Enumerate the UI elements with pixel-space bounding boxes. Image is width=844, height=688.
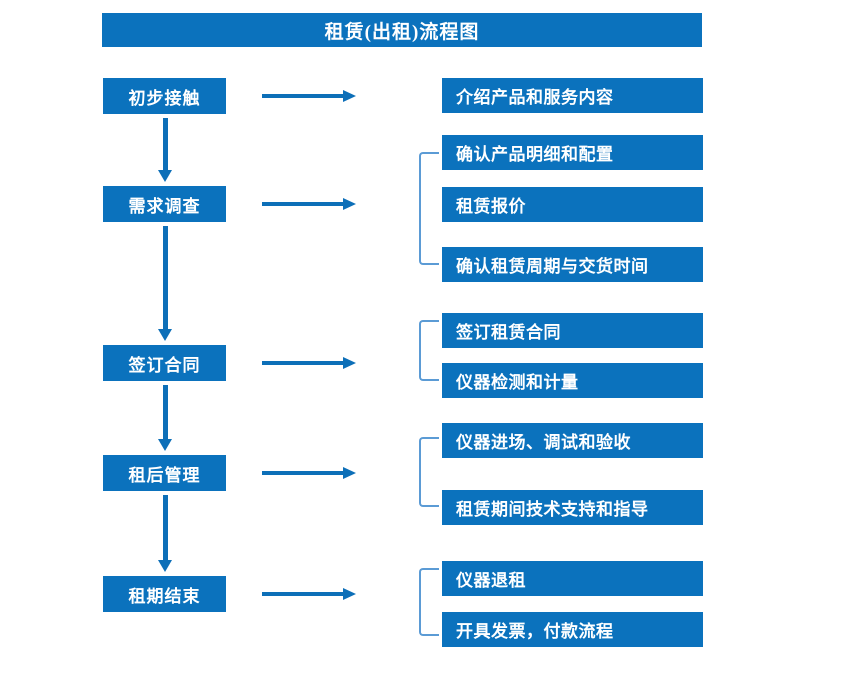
detail-box-invoice-payment[interactable]: 开具发票，付款流程 bbox=[442, 612, 703, 647]
group-bracket-lease-end bbox=[419, 568, 439, 636]
group-bracket-post-rental-management bbox=[419, 437, 439, 507]
down-arrow-management-to-lease-end bbox=[158, 495, 172, 572]
detail-box-instrument-inspection[interactable]: 仪器检测和计量 bbox=[442, 363, 703, 398]
right-arrow-initial-contact bbox=[262, 89, 356, 103]
stage-box-needs-survey[interactable]: 需求调查 bbox=[103, 186, 226, 222]
detail-box-technical-support[interactable]: 租赁期间技术支持和指导 bbox=[442, 490, 703, 525]
stage-box-lease-end[interactable]: 租期结束 bbox=[103, 576, 226, 612]
detail-box-instrument-delivery-commission[interactable]: 仪器进场、调试和验收 bbox=[442, 423, 703, 458]
detail-box-sign-lease-agreement[interactable]: 签订租赁合同 bbox=[442, 313, 703, 348]
stage-box-post-rental-management[interactable]: 租后管理 bbox=[103, 455, 226, 491]
detail-box-instrument-return[interactable]: 仪器退租 bbox=[442, 561, 703, 596]
stage-box-initial-contact[interactable]: 初步接触 bbox=[103, 78, 226, 114]
right-arrow-needs-survey bbox=[262, 197, 356, 211]
detail-box-confirm-lease-period[interactable]: 确认租赁周期与交货时间 bbox=[442, 247, 703, 282]
down-arrow-contract-to-management bbox=[158, 385, 172, 451]
detail-box-confirm-product-details[interactable]: 确认产品明细和配置 bbox=[442, 135, 703, 170]
right-arrow-sign-contract bbox=[262, 356, 356, 370]
group-bracket-needs-survey bbox=[419, 152, 439, 265]
group-bracket-sign-contract bbox=[419, 320, 439, 381]
right-arrow-post-rental-management bbox=[262, 466, 356, 480]
down-arrow-initial-to-needs bbox=[158, 118, 172, 182]
chart-title: 租赁(出租)流程图 bbox=[102, 13, 702, 47]
detail-box-introduce-products[interactable]: 介绍产品和服务内容 bbox=[442, 78, 703, 113]
right-arrow-lease-end bbox=[262, 587, 356, 601]
stage-box-sign-contract[interactable]: 签订合同 bbox=[103, 345, 226, 381]
down-arrow-needs-to-contract bbox=[158, 226, 172, 341]
detail-box-rental-quotation[interactable]: 租赁报价 bbox=[442, 187, 703, 222]
